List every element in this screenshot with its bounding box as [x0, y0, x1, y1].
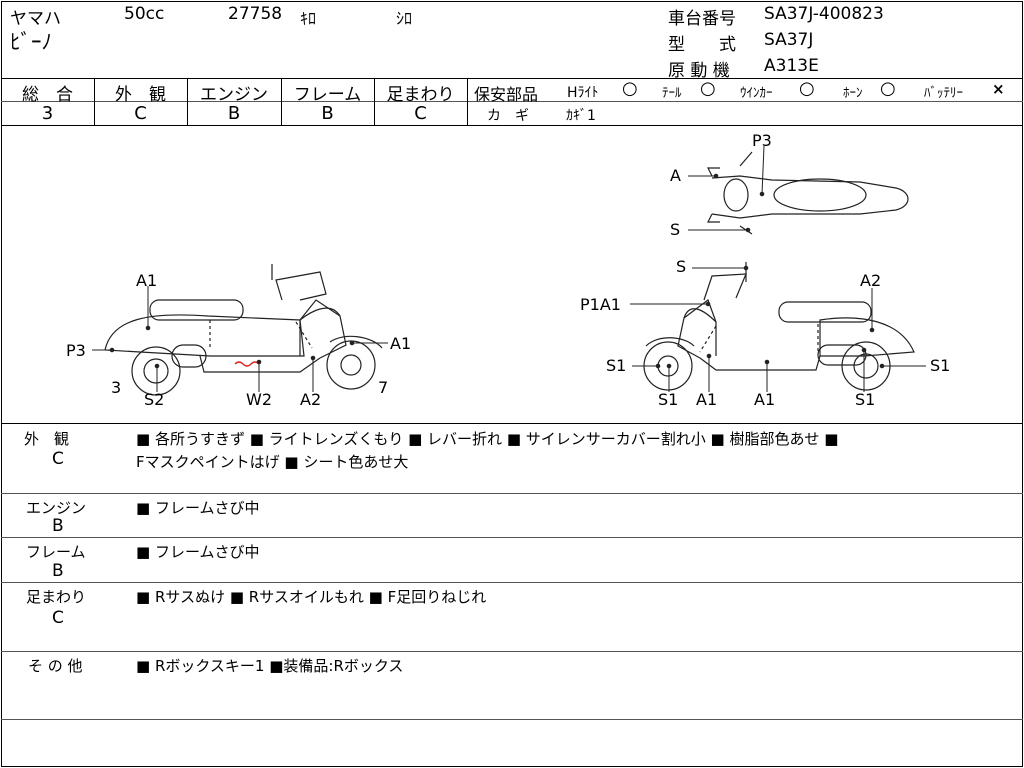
label-left-7: 7	[378, 378, 388, 397]
remark-text-exterior-1: ■ 各所うすきず ■ ライトレンズくもり ■ レバー折れ ■ サイレンサーカバー…	[136, 430, 839, 448]
engine-model-label: 原 動 機	[668, 61, 730, 81]
label-right-s1-right: S1	[930, 356, 950, 375]
engine-grade-label: エンジン	[200, 85, 268, 105]
headlight-ok-mark: ○	[622, 78, 638, 99]
top-scooter-drawing	[707, 151, 909, 235]
mileage: 27758	[228, 4, 283, 24]
remark-grade-engine: B	[52, 516, 64, 536]
label-right-s1-bottom: S1	[658, 390, 678, 409]
displacement: 50cc	[124, 4, 165, 24]
remark-label-exterior: 外 観	[24, 430, 70, 448]
right-scooter-drawing	[643, 262, 915, 391]
horn-label: ﾎｰﾝ	[843, 86, 863, 101]
damage-diagram: A1 P3 3 S2 W2 A2 A1 7 P3 A S S P1A1 A2 S…	[66, 131, 950, 409]
label-right-s1-rear: S1	[855, 390, 875, 409]
label-left-p3: P3	[66, 341, 86, 360]
remark-grade-exterior: C	[52, 449, 64, 469]
tail-label: ﾃｰﾙ	[662, 86, 682, 101]
label-top-p3: P3	[752, 131, 772, 150]
total-grade-label: 総 合	[22, 85, 73, 105]
remark-grade-frame: B	[52, 561, 64, 581]
tail-ok-mark: ○	[700, 78, 716, 99]
type-label: 型 式	[668, 35, 736, 55]
remark-label-other: そ の 他	[28, 657, 83, 675]
safety-mid-line	[467, 101, 1023, 102]
type-value: SA37J	[764, 30, 814, 50]
key-label: カ ギ	[487, 108, 529, 124]
exterior-grade-label: 外 観	[115, 85, 166, 105]
remark-label-frame: フレーム	[26, 543, 86, 561]
grade-row-mid-line	[1, 101, 467, 102]
label-top-s: S	[670, 220, 680, 239]
frame-no: SA37J-400823	[764, 4, 884, 24]
label-right-a2: A2	[860, 271, 881, 290]
label-left-a1-top: A1	[136, 271, 157, 290]
label-top-a: A	[670, 166, 681, 185]
label-right-a1-b: A1	[754, 390, 775, 409]
remark-label-suspension: 足まわり	[26, 588, 87, 606]
battery-label: ﾊﾞｯﾃﾘｰ	[924, 86, 963, 101]
remark-grade-suspension: C	[52, 608, 64, 628]
frame-grade-value: B	[321, 103, 334, 124]
mileage-unit: ｷﾛ	[300, 9, 317, 28]
remark-label-engine: エンジン	[26, 499, 87, 517]
remark-text-engine: ■ フレームさび中	[136, 499, 260, 517]
left-scooter-drawing	[104, 264, 383, 396]
winker-label: ｳｲﾝｶｰ	[740, 86, 773, 101]
frame-no-label: 車台番号	[668, 9, 736, 29]
remark-text-exterior-2: Fマスクペイントはげ ■ シート色あせ大	[136, 453, 409, 471]
scratch-mark	[234, 361, 260, 367]
label-left-s2: S2	[144, 390, 164, 409]
safety-parts-label: 保安部品	[474, 85, 539, 104]
grade-row-bottom-line	[1, 125, 1023, 126]
label-left-3: 3	[111, 378, 121, 397]
label-right-a1-a: A1	[696, 390, 717, 409]
headlight-label: Hﾗｲﾄ	[567, 85, 599, 101]
winker-ok-mark: ○	[799, 78, 815, 99]
label-left-a1-front: A1	[390, 334, 411, 353]
exterior-grade-value: C	[134, 103, 147, 124]
label-left-a2: A2	[300, 390, 321, 409]
frame-grade-label: フレーム	[293, 85, 362, 105]
body-color: ｼﾛ	[396, 9, 413, 28]
remarks-top-line	[1, 423, 1023, 424]
horn-ok-mark: ○	[880, 78, 896, 99]
label-right-s: S	[676, 257, 686, 276]
suspension-grade-label: 足まわり	[386, 85, 455, 105]
engine-grade-value: B	[227, 103, 241, 124]
remark-text-frame: ■ フレームさび中	[136, 543, 260, 561]
suspension-grade-value: C	[414, 103, 427, 124]
key-value: ｶｷﾞ1	[566, 108, 596, 124]
remark-text-other: ■ Rボックスキー1 ■装備品:Rボックス	[136, 657, 404, 675]
maker: ヤマハ	[10, 9, 61, 29]
label-right-s1-left: S1	[606, 356, 626, 375]
grade-row-top-line	[1, 78, 1023, 79]
total-grade-value: 3	[41, 103, 54, 124]
remark-text-suspension: ■ Rサスぬけ ■ Rサスオイルもれ ■ F足回りねじれ	[136, 588, 487, 606]
engine-model-value: A313E	[764, 56, 819, 76]
label-right-p1a1: P1A1	[580, 295, 621, 314]
battery-ng-mark: ×	[992, 80, 1005, 98]
label-left-w2: W2	[246, 390, 272, 409]
model-name: ﾋﾞｰﾉ	[10, 30, 52, 54]
